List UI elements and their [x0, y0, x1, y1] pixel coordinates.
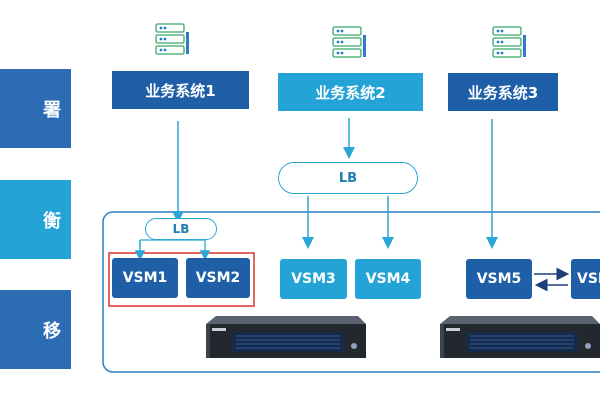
vsm-node-1-label: VSM1	[122, 270, 168, 286]
lb-top-label: LB	[338, 170, 358, 186]
server-icon	[155, 23, 189, 55]
vsm-node-3-label: VSM3	[291, 271, 336, 287]
business-system-3-label: 业务系统3	[467, 83, 539, 102]
vsm-cluster-container	[102, 211, 600, 373]
rack-server-icon	[440, 316, 600, 358]
vsm-node-6-label: VSM6	[577, 271, 600, 287]
side-label-balance-text: 衡	[43, 210, 61, 232]
vsm-node-6[interactable]: VSM6	[571, 259, 600, 299]
server-icon	[492, 26, 526, 58]
side-label-deploy-text: 署	[43, 99, 61, 121]
business-system-2-label: 业务系统2	[315, 83, 386, 102]
vsm-node-3[interactable]: VSM3	[280, 259, 347, 299]
highlight-box	[108, 252, 255, 307]
lb-inner-label: LB	[172, 222, 190, 236]
vsm-node-5-label: VSM5	[476, 271, 522, 287]
vsm-node-4[interactable]: VSM4	[355, 259, 421, 299]
vsm-node-2[interactable]: VSM2	[186, 258, 250, 298]
business-system-1[interactable]: 业务系统1	[112, 71, 249, 109]
business-system-2[interactable]: 业务系统2	[278, 73, 423, 111]
vsm-node-2-label: VSM2	[195, 270, 241, 286]
side-label-balance: 衡	[0, 180, 71, 259]
side-label-migrate: 移	[0, 290, 71, 369]
lb-inner[interactable]: LB	[145, 218, 217, 240]
vsm-node-5[interactable]: VSM5	[466, 259, 532, 299]
side-label-deploy: 署	[0, 69, 71, 148]
business-system-1-label: 业务系统1	[145, 81, 216, 100]
vsm-node-1[interactable]: VSM1	[112, 258, 178, 298]
vsm-node-4-label: VSM4	[365, 271, 411, 287]
side-label-migrate-text: 移	[43, 320, 61, 342]
rack-server-icon	[206, 316, 366, 358]
server-icon	[332, 26, 366, 58]
business-system-3[interactable]: 业务系统3	[448, 73, 558, 111]
lb-top[interactable]: LB	[278, 162, 418, 194]
